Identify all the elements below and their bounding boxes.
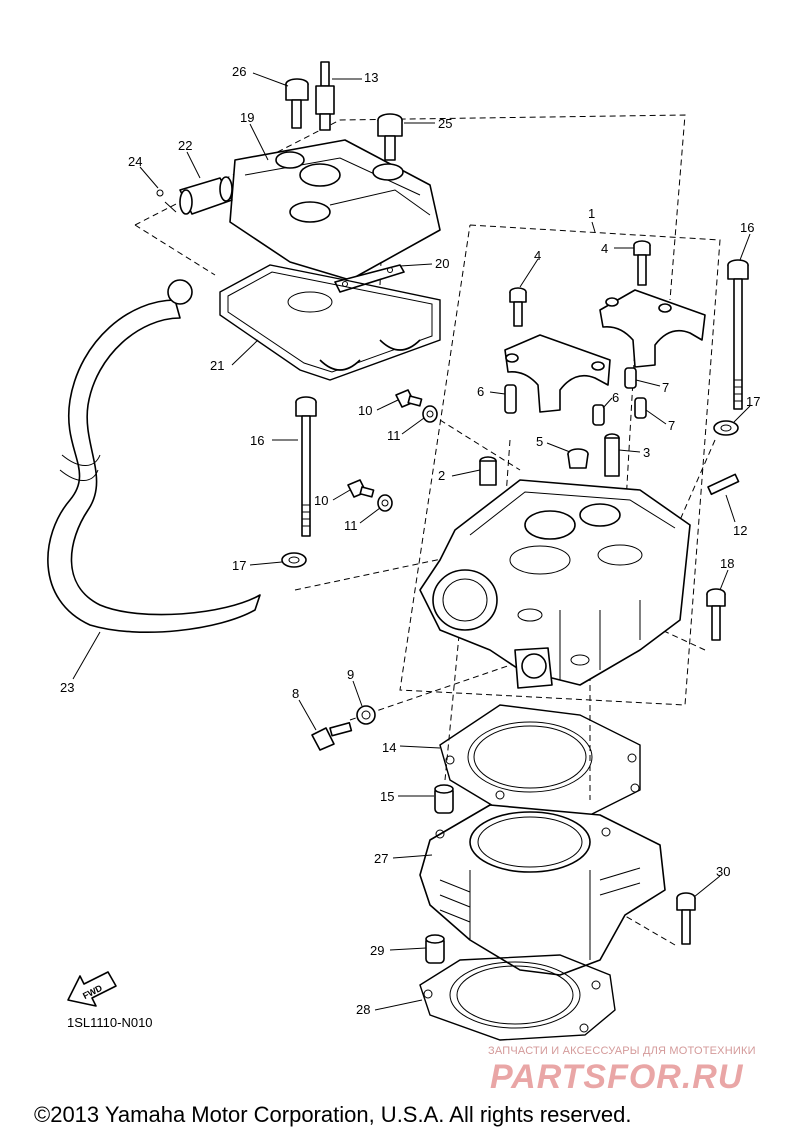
copyright-notice: ©2013 Yamaha Motor Corporation, U.S.A. A… <box>34 1102 632 1127</box>
callout-27: 27 <box>374 851 388 866</box>
cylinder-head <box>419 479 691 689</box>
callout-11-upper: 11 <box>387 428 401 443</box>
callout-18: 18 <box>720 556 734 571</box>
bolt-30 <box>676 892 696 945</box>
dowel-15 <box>434 784 454 814</box>
callout-10-lower: 10 <box>314 493 328 508</box>
callout-26: 26 <box>232 64 246 79</box>
bolt-10-upper <box>395 389 423 408</box>
callout-2: 2 <box>438 468 445 483</box>
callout-17-left: 17 <box>232 558 246 573</box>
base-gasket-28 <box>419 954 616 1041</box>
camshaft-cap-left <box>504 334 611 413</box>
callout-5: 5 <box>536 434 543 449</box>
bracket-20 <box>334 264 405 293</box>
camshaft-cap-right <box>599 289 706 368</box>
callout-6-right: 6 <box>612 390 619 405</box>
dowel-29 <box>425 934 445 964</box>
bolt-10-lower <box>347 479 375 498</box>
callout-1: 1 <box>588 206 595 221</box>
callout-10-upper: 10 <box>358 403 372 418</box>
watermark-tagline: ЗАПЧАСТИ И АКСЕССУАРЫ ДЛЯ МОТОТЕХНИКИ <box>488 1045 756 1057</box>
part-2 <box>479 456 497 486</box>
stud-12 <box>707 473 740 496</box>
diagram-code: 1SL1110-N010 <box>67 1015 153 1030</box>
callout-4-left: 4 <box>534 248 541 263</box>
callout-20: 20 <box>435 256 449 271</box>
bolt-4-left <box>509 287 527 327</box>
callout-12: 12 <box>733 523 747 538</box>
callout-7-upper: 7 <box>662 380 669 395</box>
callout-19: 19 <box>240 110 254 125</box>
callout-30: 30 <box>716 864 730 879</box>
cover-gasket-21 <box>219 264 441 381</box>
callout-13: 13 <box>364 70 378 85</box>
stud-bolt-16-left <box>295 396 317 537</box>
dowel-6-right <box>592 404 605 426</box>
callout-3: 3 <box>643 445 650 460</box>
callout-17-right: 17 <box>746 394 760 409</box>
callout-16-left: 16 <box>250 433 264 448</box>
part-3 <box>604 433 620 477</box>
leader-lines <box>72 72 751 1011</box>
callout-25: 25 <box>438 116 452 131</box>
callout-28: 28 <box>356 1002 370 1017</box>
bolt-18 <box>706 588 726 641</box>
head-gasket-14 <box>439 704 641 816</box>
callout-15: 15 <box>380 789 394 804</box>
washer-17-left <box>281 552 307 568</box>
bolt-8 <box>311 722 353 751</box>
washer-11-lower <box>377 494 393 512</box>
dowel-7-lower <box>634 397 647 419</box>
cylinder-head-assembly-box <box>399 224 721 706</box>
dowel-7-upper <box>624 367 637 389</box>
callout-11-lower: 11 <box>344 518 358 533</box>
callout-21: 21 <box>210 358 224 373</box>
washer-17-right <box>713 420 739 436</box>
callout-16-right: 16 <box>740 220 754 235</box>
callout-22: 22 <box>178 138 192 153</box>
watermark-logo: PARTSFOR.RU <box>490 1058 744 1096</box>
plug-5 <box>567 448 589 469</box>
stud-bolt-16-right <box>727 259 749 410</box>
callout-9: 9 <box>347 667 354 682</box>
washer-9 <box>356 705 376 725</box>
washer-11-upper <box>422 405 438 423</box>
callout-7-lower: 7 <box>668 418 675 433</box>
callout-8: 8 <box>292 686 299 701</box>
callout-4-right: 4 <box>601 241 608 256</box>
bolt-25 <box>377 113 403 161</box>
callout-14: 14 <box>382 740 396 755</box>
bolt-26 <box>285 78 309 129</box>
spark-plug-13 <box>315 61 335 131</box>
breather-hose-23 <box>47 279 261 633</box>
bolt-4-right <box>633 240 651 286</box>
clip-24 <box>156 189 177 213</box>
fwd-arrow-icon: FWD <box>67 971 117 1007</box>
callout-24: 24 <box>128 154 142 169</box>
callout-23: 23 <box>60 680 74 695</box>
breather-fitting-22 <box>179 176 233 215</box>
dowel-6-left <box>504 384 517 414</box>
cylinder-27 <box>419 804 666 976</box>
cylinder-head-cover-19 <box>229 139 441 281</box>
callout-6-left: 6 <box>477 384 484 399</box>
callout-29: 29 <box>370 943 384 958</box>
callout-labels: 1 2 3 4 4 5 6 6 7 7 8 9 10 10 11 11 12 1… <box>60 64 760 1017</box>
